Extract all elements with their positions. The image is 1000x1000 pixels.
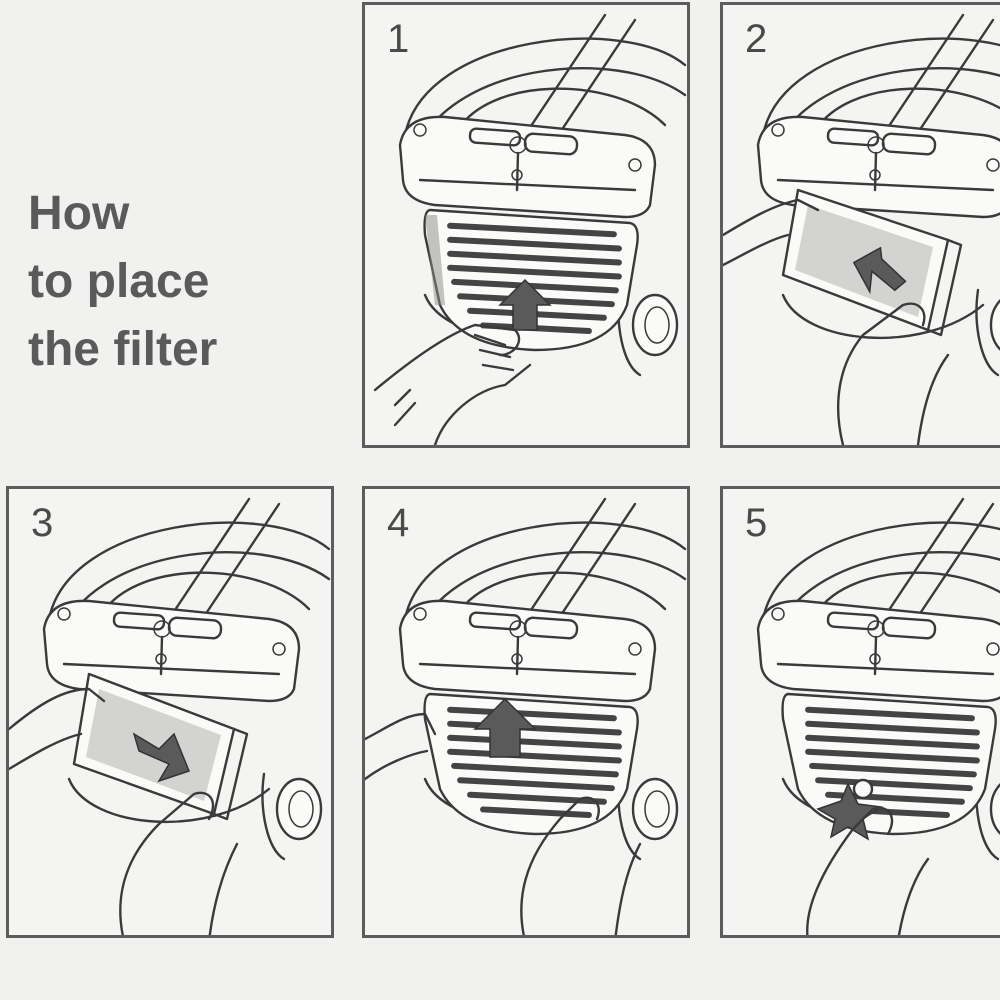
- step-number: 3: [31, 501, 54, 545]
- step-5-illustration: [756, 497, 1000, 935]
- step-3-illustration: [9, 497, 331, 935]
- title-line-1: How: [28, 187, 130, 240]
- step-number: 1: [387, 17, 410, 61]
- step-2-illustration: [723, 13, 1000, 445]
- step-4-panel: 4: [362, 486, 690, 938]
- instructions-title: How to place the filter: [28, 180, 328, 384]
- step-4-illustration: [365, 497, 687, 935]
- step-number: 5: [745, 501, 768, 545]
- step-number: 4: [387, 501, 410, 545]
- step-2-panel: 2: [720, 2, 1000, 448]
- step-number: 2: [745, 17, 768, 61]
- step-5-panel: 5: [720, 486, 1000, 938]
- step-1-illustration: [373, 13, 687, 445]
- title-line-3: the filter: [28, 323, 218, 376]
- step-3-panel: 3: [6, 486, 334, 938]
- step-1-panel: 1: [362, 2, 690, 448]
- title-line-2: to place: [28, 255, 210, 308]
